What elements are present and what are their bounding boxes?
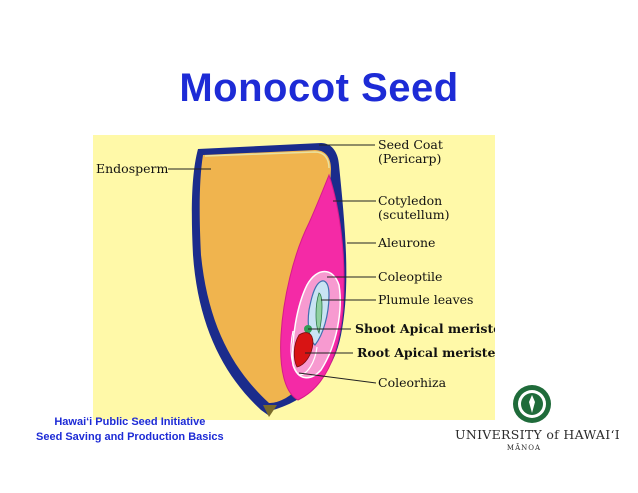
footer-credit: Hawai‘i Public Seed Initiative Seed Savi… (36, 415, 224, 445)
page-title: Monocot Seed (179, 66, 459, 110)
label-scutellum: (scutellum) (378, 207, 450, 222)
label-aleurone: Aleurone (377, 235, 435, 250)
root-apical-meristem (293, 332, 314, 368)
label-shoot-apical-meristem: Shoot Apical meristem (355, 321, 495, 336)
coleorhiza (290, 330, 318, 376)
university-name: UNIVERSITY of HAWAI‘I (455, 427, 620, 442)
label-root-apical-meristem: Root Apical meristem (357, 345, 495, 360)
aleurone-layer (204, 151, 330, 169)
footer-line-2: Seed Saving and Production Basics (36, 431, 224, 443)
label-seed-coat: Seed Coat (378, 137, 443, 152)
label-plumule-leaves: Plumule leaves (378, 292, 473, 307)
plumule-leaves (315, 292, 323, 335)
label-pericarp: (Pericarp) (378, 151, 441, 166)
label-coleorhiza: Coleorhiza (378, 375, 447, 390)
university-campus: MĀNOA (506, 444, 542, 452)
seed-tip (263, 405, 277, 417)
seed-illustration: Endosperm Seed Coat (Pericarp) Cotyledon… (96, 137, 495, 417)
endosperm (199, 150, 331, 403)
university-logo: UNIVERSITY of HAWAI‘I MĀNOA (455, 384, 620, 454)
footer-line-1: Hawai‘i Public Seed Initiative (54, 416, 206, 428)
university-seal-icon (513, 385, 551, 423)
label-endosperm: Endosperm (96, 161, 168, 176)
monocot-seed-diagram: Endosperm Seed Coat (Pericarp) Cotyledon… (93, 135, 495, 420)
label-coleoptile: Coleoptile (378, 269, 442, 284)
leader-coleorhiza (298, 372, 377, 384)
label-cotyledon: Cotyledon (378, 193, 442, 208)
